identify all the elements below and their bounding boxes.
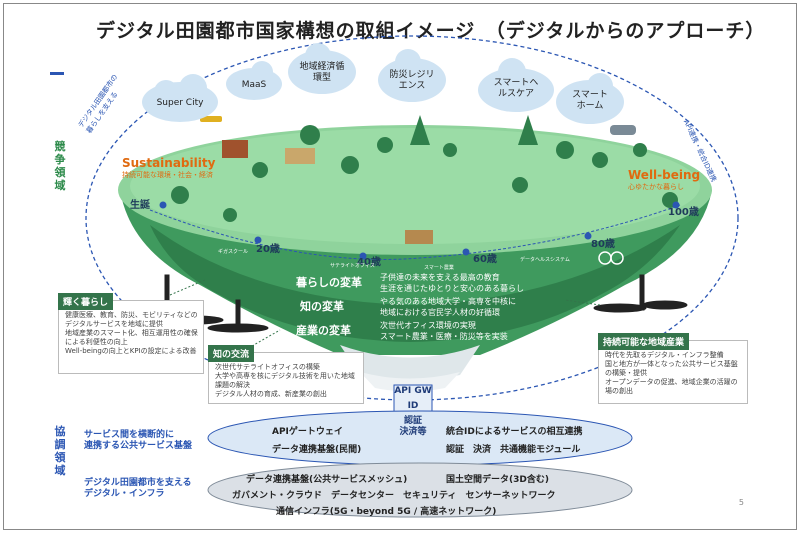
box-kagayaku-item-2: 地域産業のスマート化、相互運用性の確保による利便性の向上 — [65, 329, 198, 346]
change-industry-title: 産業の変革 — [296, 324, 351, 337]
box-chi-title: 知の交流 — [208, 345, 255, 362]
auth-payment-label: 認証 決済等 — [399, 416, 427, 437]
box-kagayaku: 輝く暮らし 健康医療、教育、防災、モビリティなどのデジタルサービスを地域に提供 … — [58, 293, 204, 374]
change-industry-item-2: スマート農業・医療・防災等を実装 — [380, 332, 508, 341]
change-knowledge-item-1: やる気のある地域大学・高専を中核に — [380, 297, 516, 306]
sustainability-subtitle: 持続可能な環境・社会・経済 — [122, 171, 213, 179]
page-title: デジタル田園都市国家構想の取組イメージ （デジタルからのアプローチ） — [96, 20, 766, 42]
infra-network: 通信インフラ(5G・beyond 5G / 高速ネットワーク) — [276, 507, 497, 517]
box-chi-item-1: 次世代サテライトオフィスの構築 — [215, 363, 320, 371]
cloud-maas: MaaS — [241, 80, 267, 90]
change-living-title: 暮らしの変革 — [296, 276, 362, 289]
sustainability-block: Sustainability 持続可能な環境・社会・経済 — [122, 156, 215, 180]
age-60: 60歳 — [473, 254, 497, 265]
sustainability-title: Sustainability — [122, 156, 216, 170]
infra-3d-spatial-data: 国土空間データ(3D含む) — [446, 475, 549, 485]
box-chi-item-2: 大学や高専を核にデジタル技術を用いた地域課題の解決 — [215, 372, 355, 389]
cloud-super-city: Super City — [156, 98, 204, 108]
cloud-smart-healthcare: スマートヘルスケア — [493, 78, 539, 99]
box-kagayaku-title: 輝く暮らし — [58, 293, 114, 310]
age-20: 20歳 — [256, 244, 280, 255]
service-integrated-id: 統合IDによるサービスの相互連携 — [446, 427, 583, 437]
change-knowledge-title: 知の変革 — [300, 300, 344, 313]
competition-area-label: 競争領域 — [54, 140, 66, 192]
cloud-disaster-resilience: 防災レジリエンス — [389, 70, 435, 91]
age-80: 80歳 — [591, 239, 615, 250]
cloud-smart-home: スマートホーム — [572, 90, 608, 111]
change-knowledge-item: やる気のある地域大学・高専を中核に 地域における官民学人材の好循環 — [380, 296, 516, 318]
cooperation-area-label: 協調領域 — [54, 425, 66, 477]
change-industry-item: 次世代オフィス環境の実現 スマート農業・医療・防災等を実装 — [380, 320, 508, 342]
service-data-platform-private: データ連携基盤(民間) — [272, 445, 362, 455]
change-living-item: 子供達の未来を支える最高の教育 生涯を通じたゆとりと安心のある暮らし — [380, 272, 524, 294]
wellbeing-block: Well-being 心ゆたかな暮らし — [628, 168, 700, 192]
page-number: 5 — [738, 498, 744, 507]
service-api-gateway: APIゲートウェイ — [272, 427, 343, 437]
age-100: 100歳 — [668, 207, 699, 218]
service-common-modules: 認証 決済 共通機能モジュール — [446, 445, 581, 455]
accent-bar — [50, 72, 64, 75]
box-jizoku-item-3: オープンデータの促進、地域企業の活躍の場の創出 — [605, 378, 738, 395]
box-jizoku-item-1: 時代を先取るデジタル・インフラ整備 — [605, 351, 724, 359]
service-layer-label: サービス間を横断的に 連携する公共サービス基盤 — [84, 430, 193, 451]
change-living-item-2: 生涯を通じたゆとりと安心のある暮らし — [380, 284, 524, 293]
zone-giga-school: ギガスクール — [218, 249, 249, 255]
box-chi-item-3: デジタル人材の育成、新産業の創出 — [215, 390, 327, 398]
slide-frame — [3, 3, 797, 530]
change-industry-item-1: 次世代オフィス環境の実現 — [380, 321, 476, 330]
zone-data-health: データヘルスシステム — [520, 257, 570, 263]
infra-layer-label: デジタル田園都市を支える デジタル・インフラ — [84, 478, 192, 499]
box-chi: 知の交流 次世代サテライトオフィスの構築 大学や高専を核にデジタル技術を用いた地… — [208, 345, 364, 404]
box-jizoku-item-2: 国と地方が一体となった公共サービス基盤の構築・提供 — [605, 360, 738, 377]
change-living-item-1: 子供達の未来を支える最高の教育 — [380, 273, 500, 282]
zone-smart-agriculture: スマート農業 — [424, 265, 454, 271]
age-40: 40歳 — [357, 257, 381, 268]
change-knowledge-item-2: 地域における官民学人材の好循環 — [380, 308, 500, 317]
box-kagayaku-item-3: Well-beingの向上とKPIの設定による改善 — [65, 347, 197, 355]
box-kagayaku-item-1: 健康医療、教育、防災、モビリティなどのデジタルサービスを地域に提供 — [65, 311, 198, 328]
infra-cloud-security: ガバメント・クラウド データセンター セキュリティ センサーネットワーク — [232, 491, 556, 501]
box-jizoku: 持続可能な地域産業 時代を先取るデジタル・インフラ整備 国と地方が一体となった公… — [598, 333, 748, 404]
zone-satellite-office: サテライトオフィス — [330, 263, 375, 269]
api-gw-label: API GW — [394, 386, 432, 396]
id-label: ID — [407, 401, 419, 411]
age-birth: 生誕 — [130, 200, 150, 211]
cloud-regional-economy: 地域経済循環型 — [299, 62, 345, 83]
wellbeing-subtitle: 心ゆたかな暮らし — [628, 183, 684, 191]
infra-data-platform-public: データ連携基盤(公共サービスメッシュ) — [246, 475, 408, 485]
box-jizoku-title: 持続可能な地域産業 — [598, 333, 690, 350]
wellbeing-title: Well-being — [628, 168, 701, 182]
